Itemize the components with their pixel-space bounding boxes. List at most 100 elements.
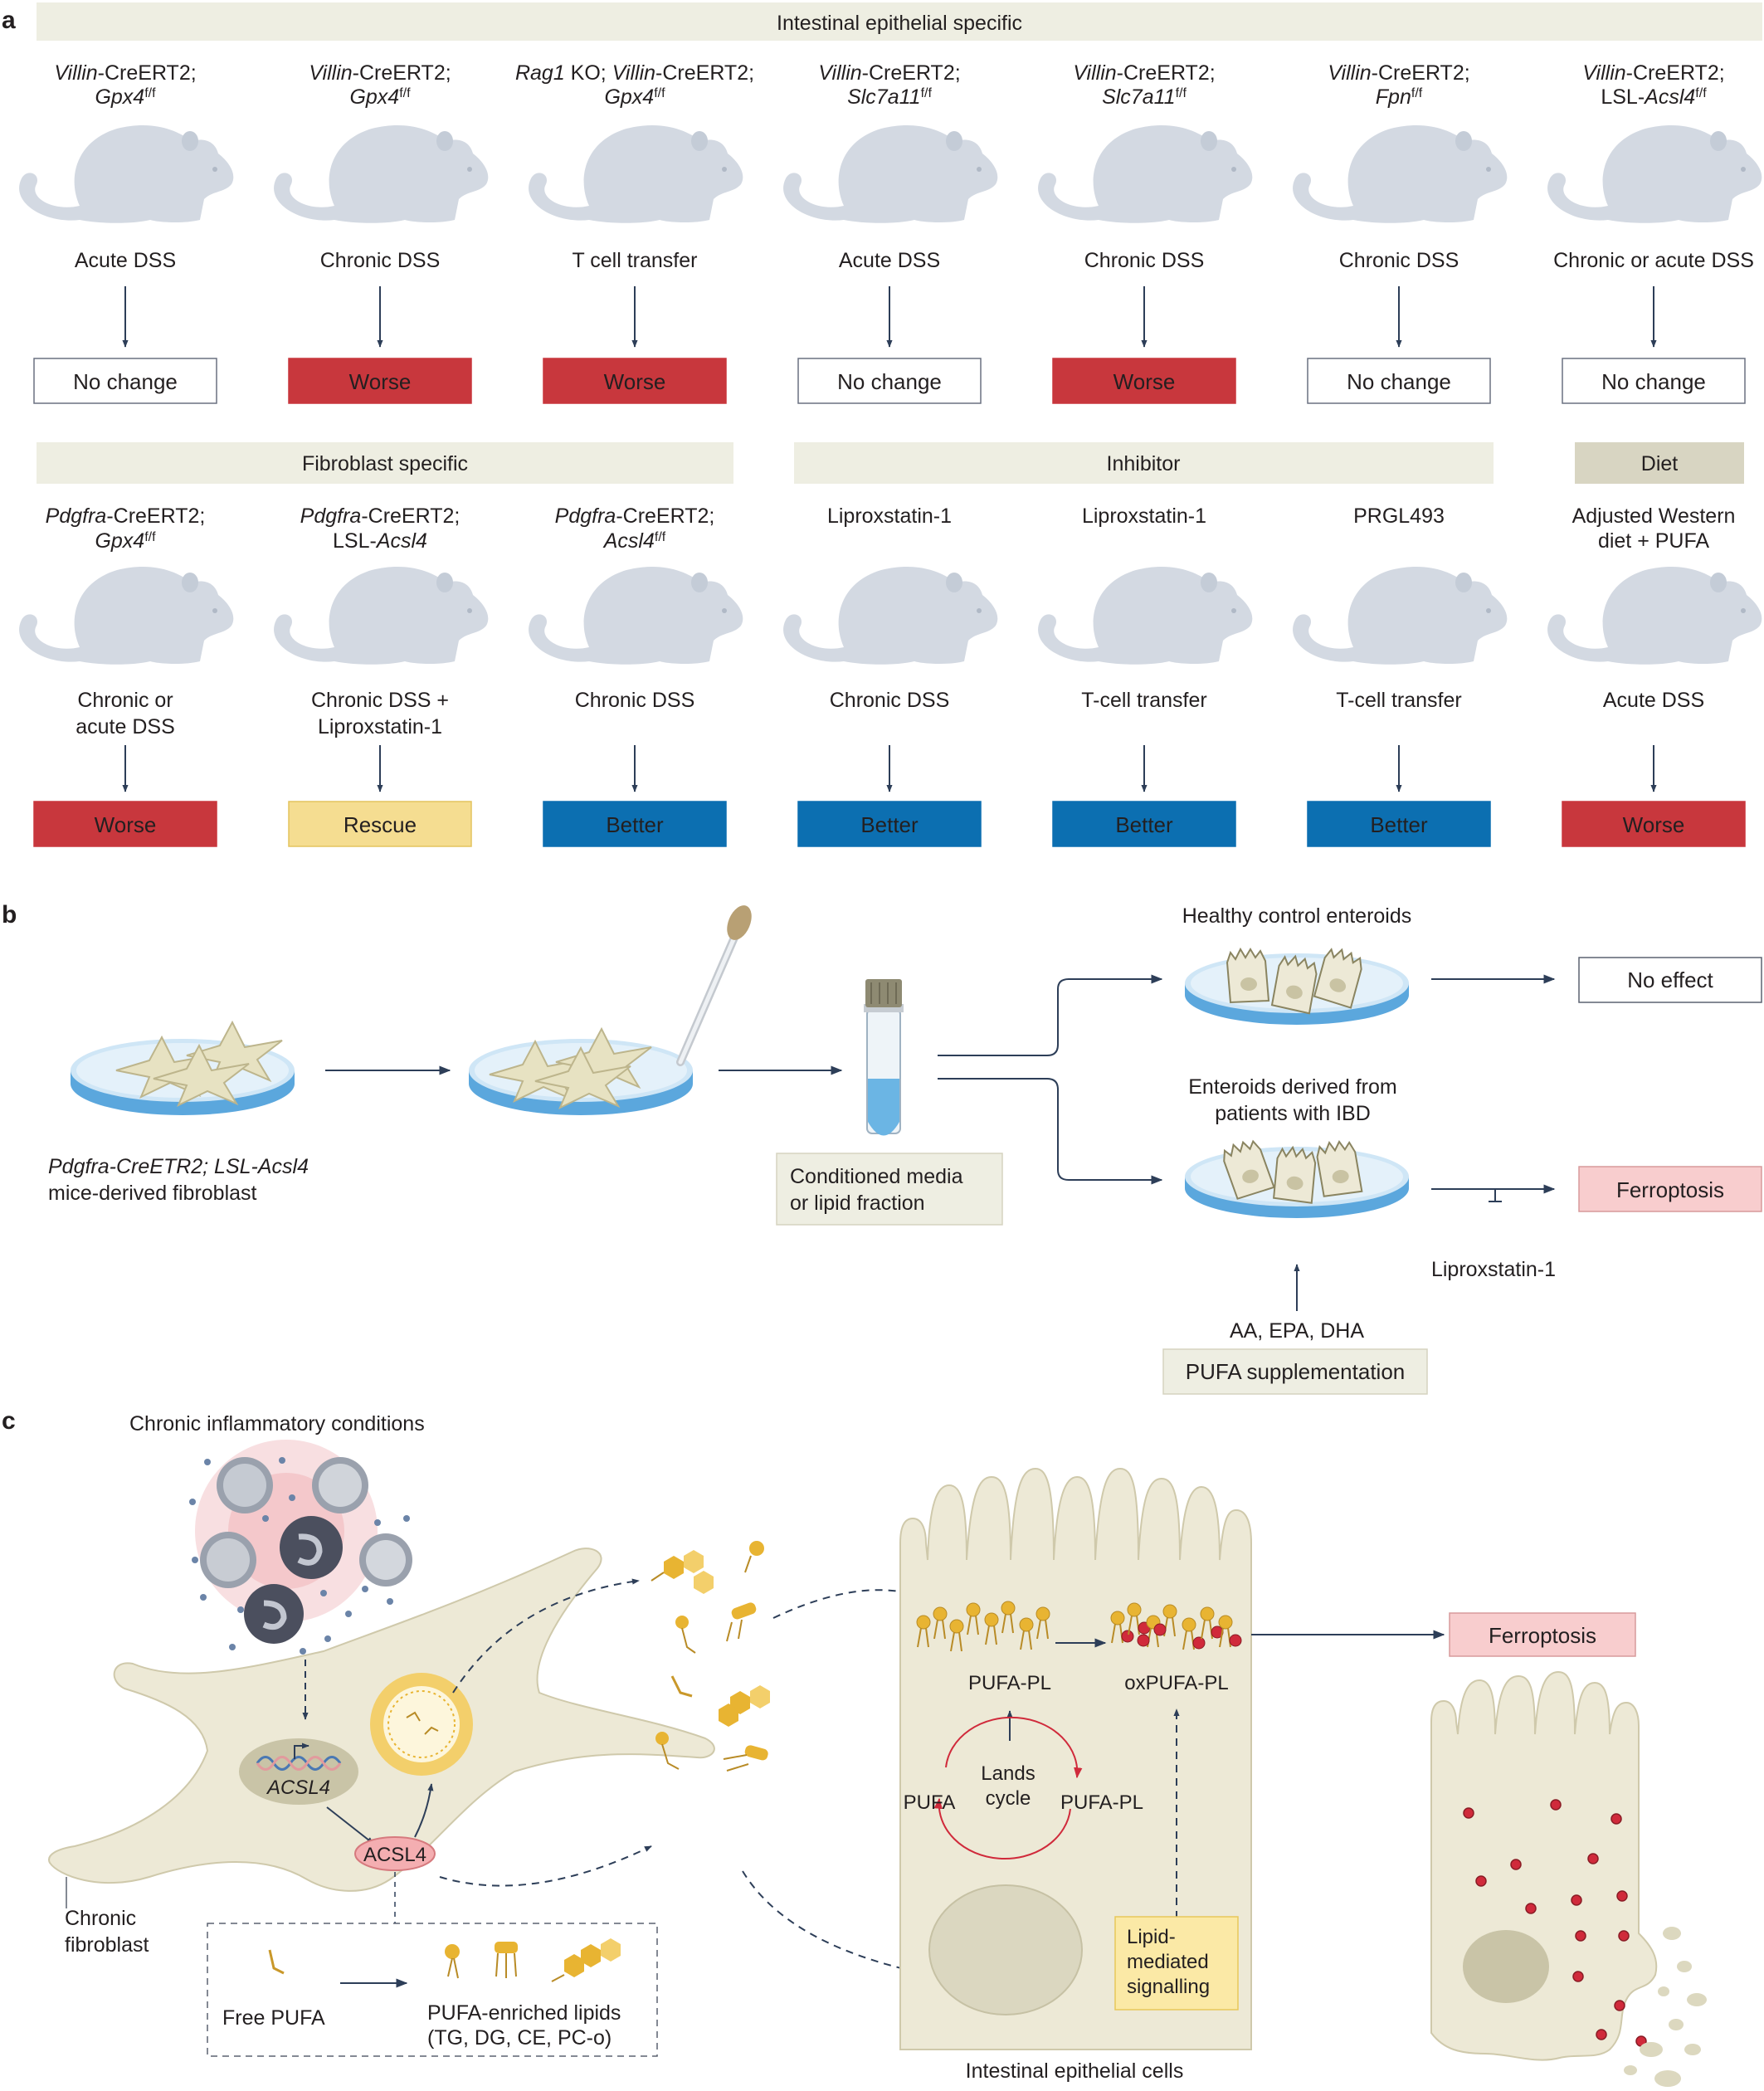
ferroptosis-label-c: Ferroptosis	[1489, 1623, 1596, 1648]
row2-treatment-line1: Chronic DSS	[830, 689, 950, 712]
pufa-pl-label: PUFA-PL	[968, 1672, 1051, 1694]
row1-genotype-line1: Villin-CreERT2;	[1328, 61, 1469, 85]
row1-genotype-line2: Gpx4f/f	[95, 85, 156, 109]
no-effect-box: No effect	[1578, 957, 1762, 1003]
row2-result-box: Worse	[33, 801, 217, 847]
row2-genotype-line2: Gpx4f/f	[95, 529, 156, 553]
c-title: Chronic inflammatory conditions	[129, 1412, 425, 1435]
row2-genotype-line2: diet + PUFA	[1598, 529, 1709, 553]
header-intestinal-label: Intestinal epithelial specific	[777, 12, 1022, 35]
oxpufa-pl-icon	[1200, 1606, 1224, 1640]
row1-result-box-label: Worse	[349, 369, 412, 394]
c-arrow-protein-secrete	[439, 1845, 652, 1887]
row1-treatment: Chronic DSS	[320, 249, 441, 272]
lipid-signalling-line1: Lipid-	[1127, 1926, 1176, 1948]
pufa-pl-icon	[933, 1606, 948, 1640]
row1-genotype-line2: LSL-Acsl4f/f	[1601, 85, 1707, 109]
row1-treatment: Chronic DSS	[1084, 249, 1205, 272]
healthy-enteroids-label: Healthy control enteroids	[1182, 904, 1412, 928]
conditioned-media-box: Conditioned media or lipid fraction	[776, 1153, 1003, 1226]
oxpufa-pl-icon	[1110, 1611, 1134, 1644]
mouse-icon	[783, 124, 998, 223]
pufa-pl-icon	[916, 1615, 931, 1648]
row2-treatment-line1: T-cell transfer	[1081, 689, 1206, 712]
b-arrow-healthy	[938, 974, 1163, 1056]
no-effect-label: No effect	[1627, 968, 1713, 992]
mouse-icon	[19, 124, 234, 223]
row1-genotype-line1: Villin-CreERT2;	[309, 61, 451, 85]
row2-result-box-label: Better	[1115, 812, 1173, 837]
row1-treatment: Acute DSS	[839, 249, 940, 272]
row2-result-box: Better	[543, 801, 727, 847]
pufa-pl-icon	[984, 1612, 999, 1645]
row2-genotype-line2: LSL-Acsl4	[333, 529, 427, 553]
b-fib-label-line2: mice-derived fibroblast	[48, 1182, 257, 1205]
lipid-legend-box: Free PUFA PUFA-enriched lipids (TG, DG, …	[207, 1923, 658, 2057]
c-arrow-protein-vesicle	[414, 1783, 434, 1838]
mouse-icon	[1547, 124, 1762, 223]
header-diet-label: Diet	[1641, 452, 1679, 475]
row1-result-box-label: No change	[1347, 369, 1451, 394]
oxpufa-pl-cluster	[1110, 1602, 1242, 1650]
secreted-lipids	[651, 1541, 770, 1772]
row1-result-box: Worse	[288, 358, 472, 404]
fibroblast-dish	[71, 1021, 295, 1115]
mouse-icon	[274, 566, 489, 665]
enriched-lipids-label-line2: (TG, DG, CE, PC-o)	[427, 2026, 612, 2050]
pufa-pl-icon	[1035, 1606, 1050, 1640]
row1-treatment: T cell transfer	[573, 249, 698, 272]
mouse-icon	[1547, 566, 1762, 665]
row2-treatment-line2: acute DSS	[76, 715, 175, 738]
iec-label: Intestinal epithelial cells	[966, 2059, 1184, 2083]
row2-result-box-label: Better	[860, 812, 919, 837]
row2-result-box: Worse	[1562, 801, 1746, 847]
row1-result-box: No change	[1562, 358, 1746, 404]
row2-treatment-line1: Chronic DSS	[575, 689, 695, 712]
ferroptosis-box-c: Ferroptosis	[1449, 1612, 1636, 1657]
immune-cell-cluster	[189, 1440, 412, 1655]
pufa-pl-icon	[1001, 1601, 1016, 1634]
mouse-icon	[1293, 124, 1508, 223]
row2-result-box-label: Better	[606, 812, 664, 837]
header-intestinal: Intestinal epithelial specific	[37, 2, 1762, 41]
fatty-acids-label: AA, EPA, DHA	[1230, 1319, 1364, 1343]
row1-result-box-label: No change	[837, 369, 942, 394]
row1-genotype-line1: Villin-CreERT2;	[54, 61, 196, 85]
acsl4-gene-label: ACSL4	[266, 1777, 330, 1799]
mouse-icon	[529, 124, 743, 223]
row2-result-box-label: Worse	[1623, 812, 1685, 837]
c-arrow-gene-protein	[326, 1806, 374, 1845]
nucleus	[239, 1738, 358, 1805]
header-diet: Diet	[1575, 442, 1744, 484]
row2-result-box: Better	[797, 801, 982, 847]
row2-treatment-line1: Acute DSS	[1603, 689, 1704, 712]
mouse-icon	[1038, 566, 1253, 665]
pufa-pl-icon	[1019, 1617, 1034, 1650]
row1-genotype-line2: Slc7a11f/f	[847, 85, 932, 109]
row1-genotype-line1: Villin-CreERT2;	[1582, 61, 1724, 85]
row2-result-box: Better	[1052, 801, 1236, 847]
pipette-dish	[469, 905, 752, 1115]
row1-result-box: No change	[1307, 358, 1491, 404]
enriched-lipids-label-line1: PUFA-enriched lipids	[427, 2001, 621, 2025]
inhibition-marker	[1489, 1189, 1502, 1202]
mouse-icon	[19, 566, 234, 665]
row2-genotype-line1: Adjusted Western	[1572, 504, 1736, 528]
row1-result-box: Worse	[543, 358, 727, 404]
liproxstatin-label-b: Liproxstatin-1	[1431, 1258, 1556, 1281]
immune-cell-icon	[200, 1457, 412, 1644]
media-label-line1: Conditioned media	[790, 1165, 963, 1188]
row1-genotype-line1: Rag1 KO; Villin-CreERT2;	[515, 61, 754, 85]
iec-nucleus	[928, 1884, 1083, 2015]
mouse-icon	[1293, 566, 1508, 665]
